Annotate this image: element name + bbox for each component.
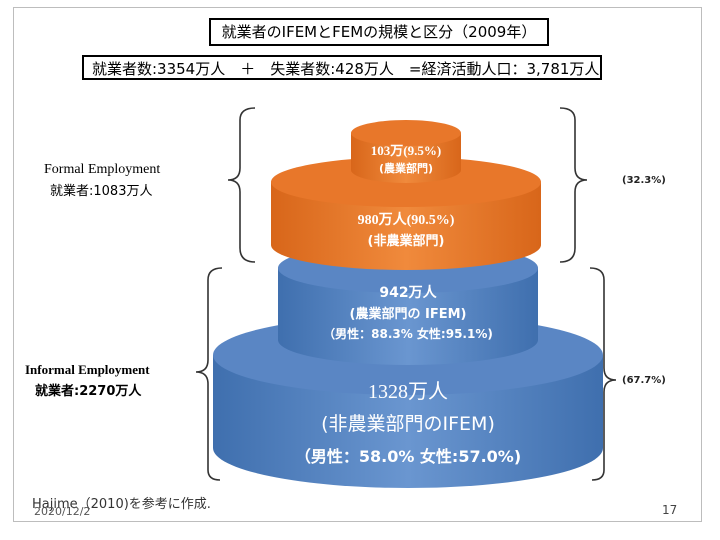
formal-percent: (32.3%) [622,175,666,186]
slide-date: 2020/12/2 [34,505,91,518]
formal-agri-value: 103万(9.5%) [371,143,441,158]
informal-nonagri-gender: （男性：58.0% 女性:57.0%) [295,447,521,466]
formal-label-jp: 就業者:1083万人 [50,184,153,199]
formal-left-brace [227,107,256,263]
informal-agri-value: 942万人 [379,284,437,301]
formal-label-en: Formal Employment [44,162,161,177]
formal-agri-sector: (農業部門) [379,161,433,175]
formal-employment-label: Formal Employment 就業者:1083万人 [44,162,160,199]
informal-percent: (67.7%) [622,375,666,386]
slide-border [13,7,702,522]
informal-left-bracket [195,267,223,481]
informal-agri-gender: （男性：88.3% 女性:95.1%) [323,326,493,341]
employment-formula: 就業者数:3354万人 ＋ 失業者数:428万人 =経済活動人口：3,781万人 [82,55,602,80]
informal-nonagri-sector: (非農業部門のIFEM) [321,413,495,435]
informal-right-bracket [589,267,617,481]
cylinder-formal-agri [351,120,461,183]
informal-employment-label: Informal Employment 就業者:2270万人 [25,362,150,399]
formal-nonagri-sector: (非農業部門) [368,233,445,249]
source-note: Hajime（2010)を参考に作成. [32,497,211,512]
formal-nonagri-value: 980万人(90.5%) [358,211,455,228]
diagram-title: 就業者のIFEMとFEMの規模と区分（2009年） [209,18,549,46]
formal-right-brace [559,107,588,263]
informal-label-jp: 就業者:2270万人 [35,384,142,399]
informal-nonagri-value: 1328万人 [368,380,448,403]
page-number: 17 [662,503,678,517]
informal-agri-sector: (農業部門の IFEM) [350,306,467,322]
informal-label-en: Informal Employment [25,362,150,377]
